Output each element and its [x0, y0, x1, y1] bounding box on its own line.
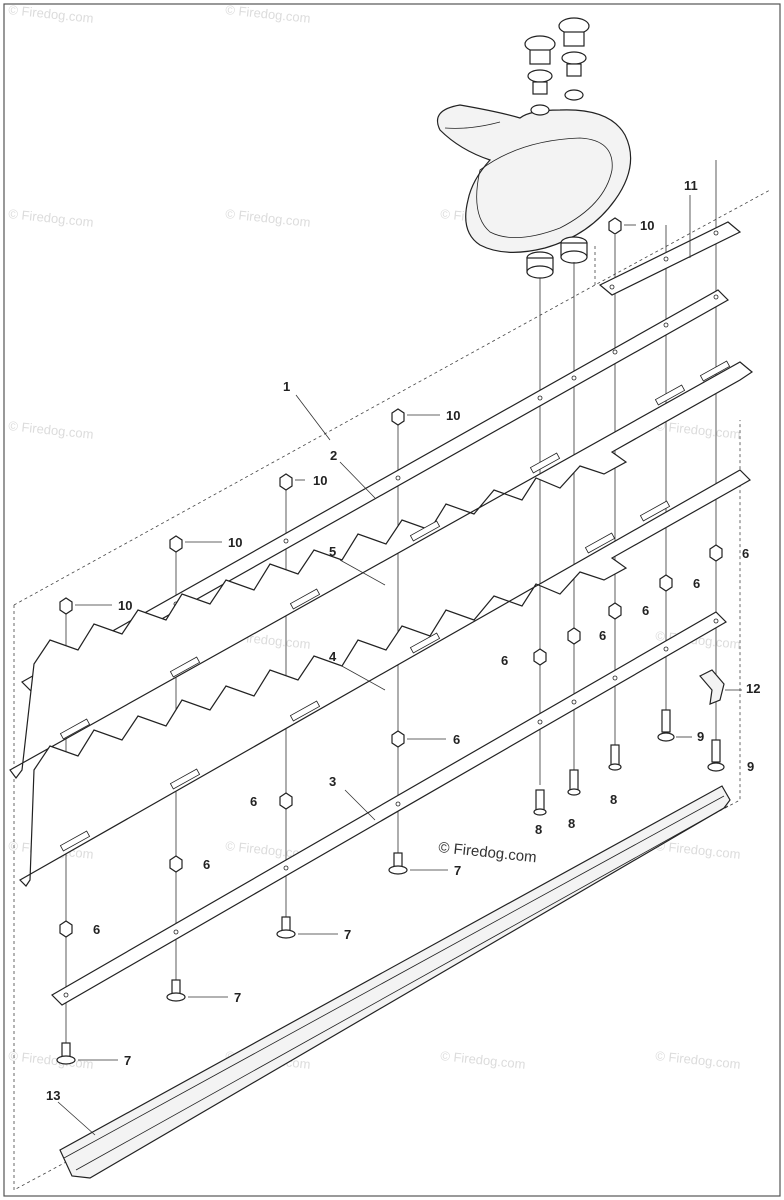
callout-6: 6 — [642, 603, 649, 618]
callout-6: 6 — [742, 546, 749, 561]
callout-7: 7 — [234, 990, 241, 1005]
watermark: © Firedog.com — [440, 1048, 527, 1072]
callout-5: 5 — [329, 544, 336, 559]
callout-9: 9 — [747, 759, 754, 774]
watermark: © Firedog.com — [225, 2, 312, 26]
watermark-main: © Firedog.com — [438, 839, 538, 866]
nut-10 — [59, 217, 622, 615]
callout-6: 6 — [453, 732, 460, 747]
callout-10: 10 — [640, 218, 654, 233]
callout-6: 6 — [599, 628, 606, 643]
callout-9: 9 — [697, 729, 704, 744]
top-plate — [598, 221, 742, 296]
watermark: © Firedog.com — [8, 2, 95, 26]
callout-6: 6 — [501, 653, 508, 668]
nut-6 — [59, 544, 723, 938]
callout-12: 12 — [746, 681, 760, 696]
callout-10: 10 — [446, 408, 460, 423]
frame-border — [3, 3, 781, 1197]
blade-clip — [699, 669, 725, 705]
callout-10: 10 — [118, 598, 132, 613]
callout-11: 11 — [684, 178, 698, 193]
callout-10: 10 — [313, 473, 327, 488]
callout-6: 6 — [93, 922, 100, 937]
callout-4: 4 — [329, 649, 337, 664]
bottom-bar — [51, 611, 727, 1006]
lower-cutter-blade — [19, 469, 751, 887]
callout-3: 3 — [329, 774, 336, 789]
callout-2: 2 — [330, 448, 337, 463]
leader-lines — [57, 195, 742, 1136]
upper-cutter-blade — [9, 360, 754, 779]
callout-7: 7 — [124, 1053, 131, 1068]
bolt-7 — [56, 852, 408, 1065]
callouts: 1 2 3 4 5 6 6 6 6 6 6 6 6 6 7 7 7 7 8 8 … — [46, 178, 760, 1103]
callout-8: 8 — [535, 822, 542, 837]
watermark: © Firedog.com — [655, 838, 742, 862]
callout-7: 7 — [344, 927, 351, 942]
spacer-bushing — [526, 236, 588, 279]
bolt-9 — [657, 709, 725, 772]
blade-bar — [21, 289, 729, 693]
callout-7: 7 — [454, 863, 461, 878]
callout-13: 13 — [46, 1088, 60, 1103]
watermark: © Firedog.com — [655, 1048, 742, 1072]
watermark: © Firedog.com — [225, 206, 312, 230]
knob-screw — [558, 17, 590, 101]
callout-6: 6 — [693, 576, 700, 591]
watermark: © Firedog.com — [8, 206, 95, 230]
callout-1: 1 — [283, 379, 290, 394]
bolt-8 — [533, 744, 622, 816]
watermark: © Firedog.com — [8, 418, 95, 442]
watermark: © Firedog.com — [655, 418, 742, 442]
callout-8: 8 — [568, 816, 575, 831]
knob-screw — [524, 35, 556, 116]
callout-6: 6 — [203, 857, 210, 872]
callout-10: 10 — [228, 535, 242, 550]
callout-6: 6 — [250, 794, 257, 809]
callout-8: 8 — [610, 792, 617, 807]
handle-guard — [436, 104, 632, 253]
blade-guard — [59, 785, 731, 1179]
